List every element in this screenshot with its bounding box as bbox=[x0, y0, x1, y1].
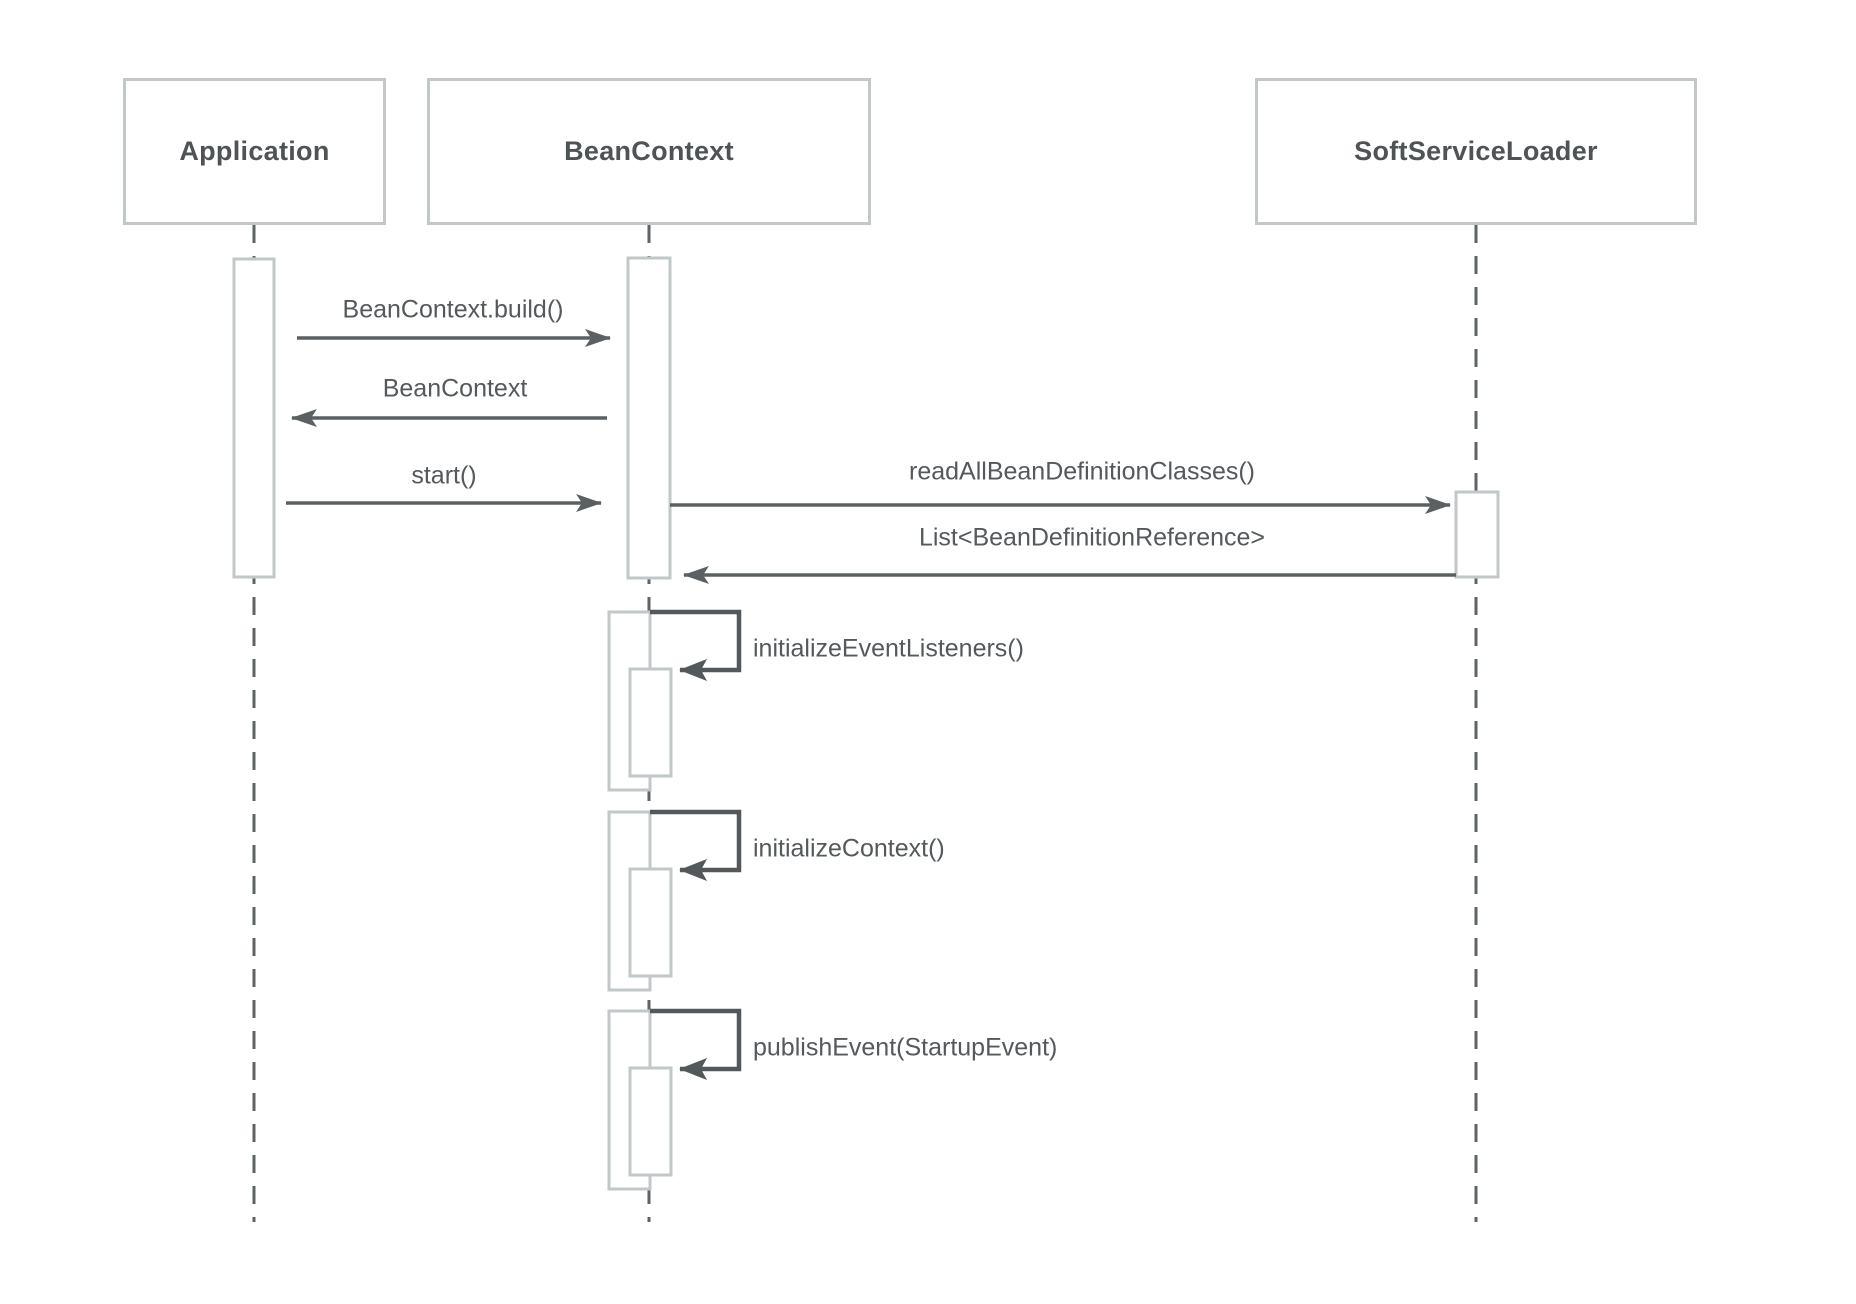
message-label-read-all-bean-definition-classes: readAllBeanDefinitionClasses() bbox=[909, 457, 1255, 486]
activation-application bbox=[232, 257, 276, 579]
participant-box-softserviceloader: SoftServiceLoader bbox=[1255, 78, 1697, 225]
message-label-start: start() bbox=[411, 461, 477, 490]
self-message-arrow-2 bbox=[650, 809, 742, 881]
self-message-arrow-3 bbox=[650, 1008, 742, 1080]
message-label-beancontext-return: BeanContext bbox=[382, 374, 528, 403]
self-call-nested-activation-2 bbox=[628, 867, 673, 978]
participant-label-application: Application bbox=[179, 136, 330, 166]
message-label-publish-event: publishEvent(StartupEvent) bbox=[753, 1033, 1058, 1062]
self-message-arrow-1 bbox=[650, 609, 742, 681]
participant-box-application: Application bbox=[123, 78, 386, 225]
message-label-initialize-event-listeners: initializeEventListeners() bbox=[753, 634, 1024, 663]
message-label-initialize-context: initializeContext() bbox=[753, 834, 945, 863]
activation-softserviceloader bbox=[1454, 490, 1500, 579]
participant-label-beancontext: BeanContext bbox=[564, 136, 734, 166]
message-label-list-return: List<BeanDefinitionReference> bbox=[918, 523, 1266, 552]
participant-label-softserviceloader: SoftServiceLoader bbox=[1354, 136, 1598, 166]
participant-box-beancontext: BeanContext bbox=[427, 78, 871, 225]
message-label-beancontext-build: BeanContext.build() bbox=[342, 295, 564, 324]
self-call-nested-activation-3 bbox=[628, 1066, 673, 1177]
self-call-nested-activation-1 bbox=[628, 667, 673, 778]
activation-beancontext bbox=[626, 256, 672, 580]
